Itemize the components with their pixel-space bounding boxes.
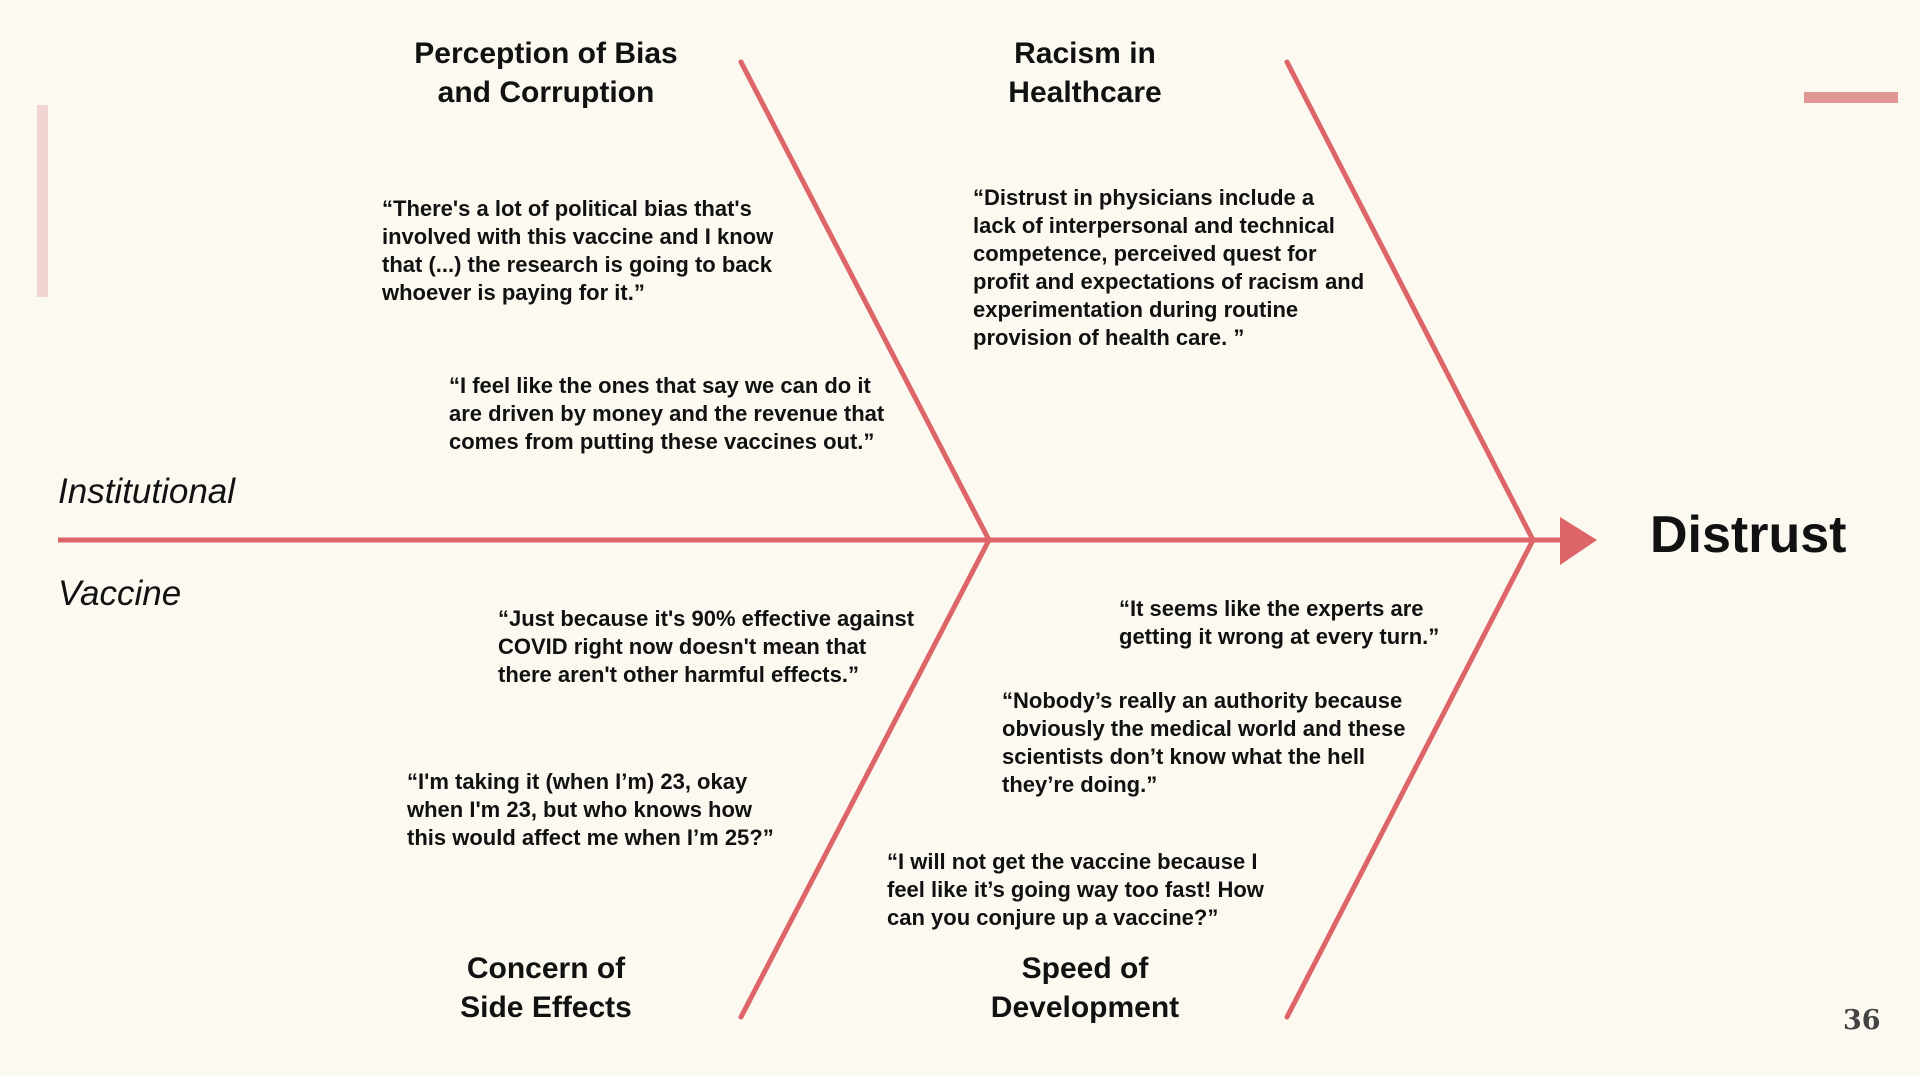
quote-political-bias: “There's a lot of political bias that's … (382, 196, 774, 305)
decorative-bar-left (37, 105, 48, 297)
label-vaccine: Vaccine (58, 574, 182, 613)
category-perception-of-bias: Perception of Bias and Corruption (414, 37, 678, 109)
quote-way-too-fast: “I will not get the vaccine because I fe… (887, 849, 1264, 930)
bone-speed-of-development (1284, 537, 1536, 1020)
category-racism-in-healthcare: Racism in Healthcare (1008, 37, 1162, 109)
quote-taking-it-at-23: “I'm taking it (when I’m) 23, okay when … (407, 769, 774, 850)
category-concern-of-side-effects: Concern of Side Effects (460, 952, 632, 1024)
bone-concern-of-side-effects (738, 537, 992, 1020)
category-speed-of-development: Speed of Development (990, 952, 1180, 1024)
label-institutional: Institutional (58, 472, 236, 511)
spine-arrowhead (1560, 517, 1597, 565)
decorative-bar-right (1804, 92, 1898, 103)
effect-distrust: Distrust (1650, 506, 1847, 564)
quote-distrust-in-physicians: “Distrust in physicians include a lack o… (973, 185, 1365, 350)
quote-nobody-authority: “Nobody’s really an authority because ob… (1002, 688, 1406, 797)
quote-ninety-percent-effective: “Just because it's 90% effective against… (498, 606, 915, 687)
quote-experts-wrong: “It seems like the experts are getting i… (1119, 596, 1440, 649)
page-number: 36 (1843, 1005, 1881, 1036)
bone-racism-in-healthcare (1284, 59, 1536, 543)
bone-perception-of-bias (738, 59, 992, 543)
quote-driven-by-money: “I feel like the ones that say we can do… (449, 373, 885, 454)
